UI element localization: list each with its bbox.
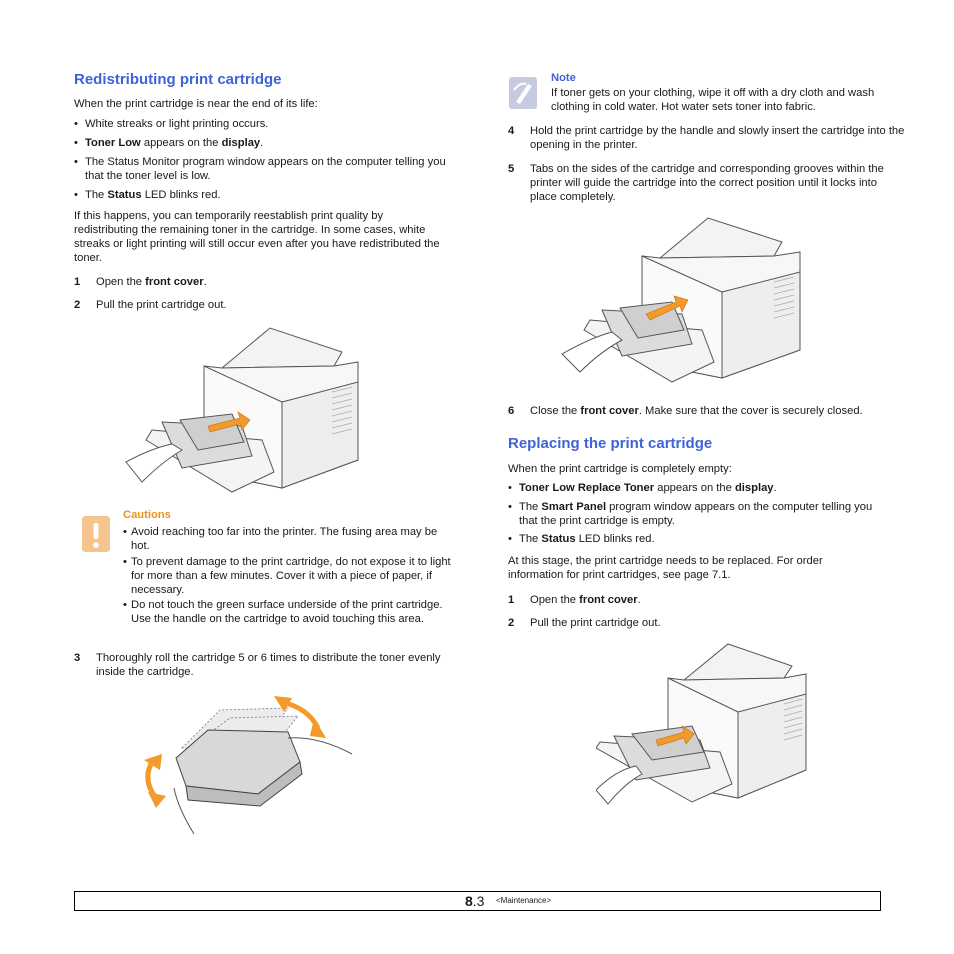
bullet-item: The Status LED blinks red. [74, 188, 445, 202]
footer-section-label: <Maintenance> [496, 896, 552, 905]
intro-text: When the print cartridge is near the end… [74, 98, 318, 110]
bullet-item: White streaks or light printing occurs. [74, 117, 445, 131]
bullet-item: The Smart Panel program window appears o… [508, 500, 884, 528]
section-heading-replacing: Replacing the print cartridge [508, 435, 713, 452]
caution-item: Do not touch the green surface underside… [123, 598, 453, 626]
body-paragraph: At this stage, the print cartridge needs… [508, 555, 823, 581]
bullet-item: Toner Low Replace Toner appears on the d… [508, 481, 884, 495]
bullet-item: Toner Low appears on the display. [74, 136, 445, 150]
section-heading-redistributing: Redistributing print cartridge [74, 71, 282, 88]
note-icon [508, 76, 538, 110]
page-number: 8.3 [465, 893, 485, 909]
caution-item: To prevent damage to the print cartridge… [123, 555, 453, 597]
bullet-item: The Status Monitor program window appear… [74, 155, 450, 183]
note-title: Note [551, 72, 576, 84]
cautions-title: Cautions [123, 509, 171, 521]
caution-item: Avoid reaching too far into the printer.… [123, 525, 453, 553]
body-paragraph: If this happens, you can temporarily ree… [74, 210, 440, 264]
caution-icon [80, 514, 112, 554]
printer-pull-illustration [596, 643, 807, 805]
bullet-item: The Status LED blinks red. [508, 532, 884, 546]
roll-cartridge-illustration [144, 696, 353, 835]
printer-illustration [125, 327, 359, 493]
page-footer: 8.3 <Maintenance> [74, 891, 881, 911]
note-text: If toner gets on your clothing, wipe it … [551, 87, 875, 113]
printer-insert-illustration [561, 217, 801, 383]
intro-text: When the print cartridge is completely e… [508, 463, 732, 475]
